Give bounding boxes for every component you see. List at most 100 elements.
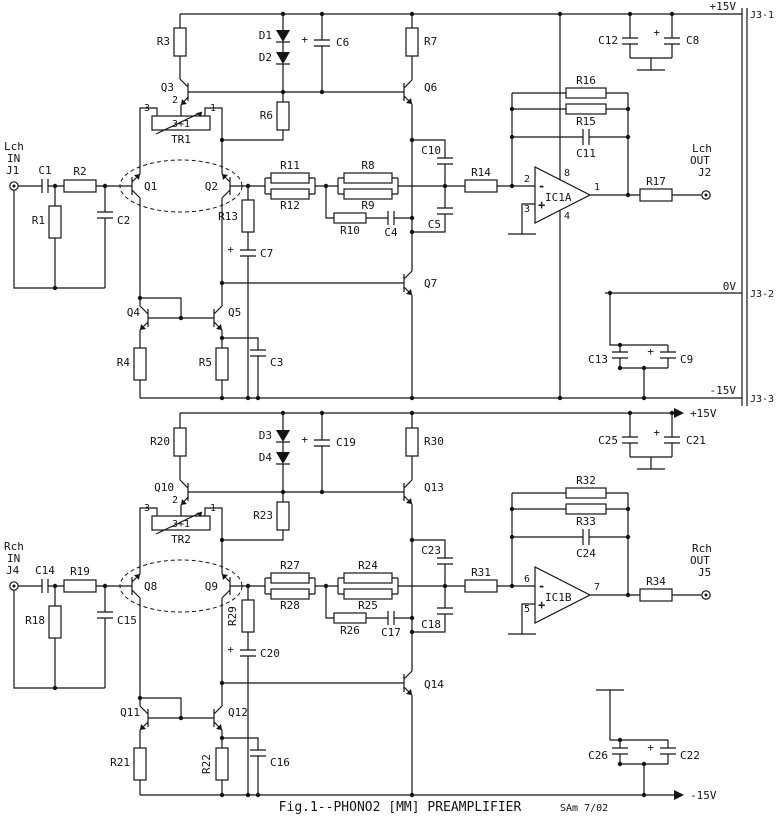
label-C7: C7 [260,247,273,260]
resistor-R5 [215,347,229,381]
resistor-R2 [63,179,97,193]
capacitor-C4 [387,211,395,225]
capacitor-C23 [437,557,453,565]
capacitor-C19 [314,439,330,447]
label-n15-mid: -15V [710,384,737,397]
label-rch-in-dir: IN [7,552,20,565]
label-C15: C15 [117,614,137,627]
label-TR2-pin1: 1 [210,503,216,514]
transistor-Q13 [403,479,413,505]
label-R32: R32 [576,474,596,487]
label-R27: R27 [280,559,300,572]
resistor-R31 [464,579,498,593]
label-p15-top: +15V [710,0,737,13]
label-R11: R11 [280,159,300,172]
label-C6: C6 [336,36,349,49]
resistor-R8 [343,172,393,184]
resistor-R15 [565,103,607,115]
label-R18: R18 [25,614,45,627]
label-R12: R12 [280,199,300,212]
label-Q12: Q12 [228,706,248,719]
transistor-Q14 [403,670,413,696]
label-R25: R25 [358,599,378,612]
label-IC1B: IC1B [545,591,572,604]
label-D4: D4 [259,451,273,464]
label-lch-in-ch: Lch [4,140,24,153]
label-IC1A-pin8: 8 [564,168,570,179]
label-IC1B-minus: - [538,579,545,593]
label-R29: R29 [226,606,239,626]
transistor-Q4 [139,305,149,331]
capacitor-C25 [622,436,638,444]
label-R28: R28 [280,599,300,612]
resistor-R18 [48,605,62,639]
label-C18: C18 [421,618,441,631]
capacitor-C26 [612,747,628,755]
label-Q14: Q14 [424,678,444,691]
label-Q13: Q13 [424,481,444,494]
label-R22: R22 [200,754,213,774]
label-R31: R31 [471,566,491,579]
capacitor-C9 [660,351,676,359]
label-IC1B-pin6: 6 [524,574,530,585]
polarity-mark-C6: + [301,33,308,46]
label-C13: C13 [588,353,608,366]
diode-D2 [276,52,290,65]
label-lch-out-dir: OUT [690,154,710,167]
labels: +15V J3-1 0V J3-2 -15V J3-3 +15V -15V R3… [4,0,774,815]
label-C12: C12 [598,34,618,47]
label-C17: C17 [381,626,401,639]
transistor-Q7 [403,270,413,296]
label-IC1A-pin1: 1 [594,182,600,193]
label-Q2: Q2 [205,180,218,193]
label-IC1A-pin2: 2 [524,174,530,185]
capacitor-C6 [314,39,330,47]
label-IC1B-plus: + [538,598,545,612]
label-C23: C23 [421,544,441,557]
label-C9: C9 [680,353,693,366]
transistor-Q1 [131,173,141,199]
resistor-R22 [215,747,229,781]
transistor-Q12 [213,705,223,731]
resistor-R30 [405,427,419,457]
label-R23: R23 [253,509,273,522]
label-C19: C19 [336,436,356,449]
transistor-Q10 [179,479,189,506]
label-TR1-pin3: 3 [144,103,150,114]
capacitor-C1 [41,179,49,193]
label-R7: R7 [424,35,437,48]
label-Q11: Q11 [120,706,140,719]
figure-credit: SAm 7/02 [560,803,608,814]
label-IC1B-pin5: 5 [524,604,530,615]
label-R15: R15 [576,115,596,128]
label-Q4: Q4 [127,306,141,319]
label-TR2: TR2 [171,533,191,546]
label-Q6: Q6 [424,81,437,94]
label-Q8: Q8 [144,580,157,593]
label-TR1: TR1 [171,133,191,146]
lch-wiring-mid [13,139,669,398]
label-C8: C8 [686,34,699,47]
transistor-Q2 [221,173,231,199]
label-R17: R17 [646,175,666,188]
resistor-R16 [565,87,607,99]
label-J3-1: J3-1 [750,10,774,21]
rch-wiring-top [139,413,673,795]
label-R21: R21 [110,756,130,769]
resistor-R3 [173,27,187,57]
polarity-mark-C22: + [647,741,654,754]
capacitor-C24 [582,529,590,545]
trimmer-TR2 [151,511,211,535]
label-Q5: Q5 [228,306,241,319]
label-C10: C10 [421,144,441,157]
label-IC1A: IC1A [545,191,572,204]
capacitor-C15 [97,611,113,619]
capacitor-C20 [240,649,256,657]
capacitor-C2 [97,211,113,219]
label-C5: C5 [428,218,441,231]
matched-pair-outline-Q8-Q9 [119,559,243,613]
resistor-R9 [343,188,393,200]
label-D2: D2 [259,51,272,64]
diode-D1 [276,30,290,43]
